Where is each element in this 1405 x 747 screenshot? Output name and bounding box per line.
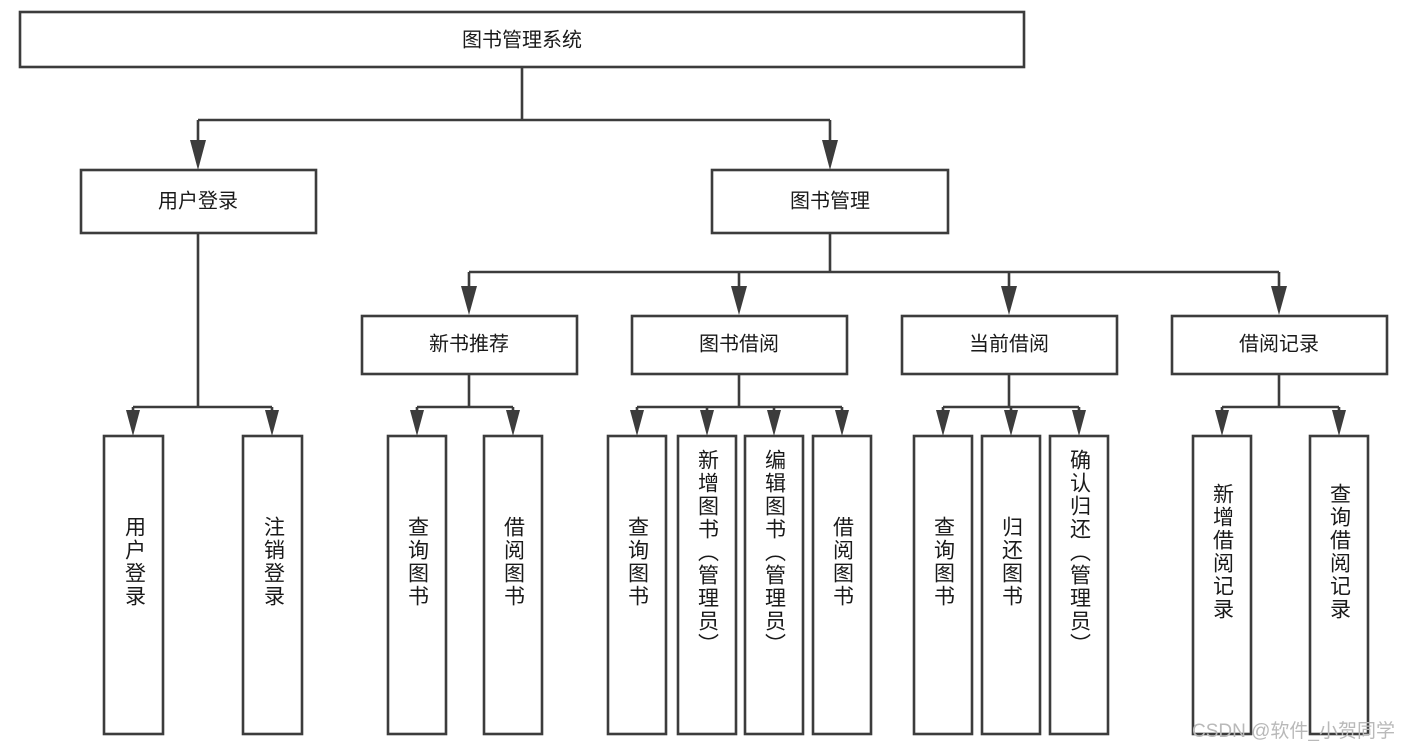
node-borrow-box[interactable] (630, 314, 849, 376)
node-leaf-4-box[interactable] (482, 434, 544, 736)
arrow-head-leaf-10 (1004, 410, 1018, 436)
node-leaf-12-label: 新增借阅记录 (1211, 483, 1235, 621)
arrow-head-leaf-7 (767, 410, 781, 436)
node-leaf-1-label: 用户登录 (123, 516, 147, 608)
arrow-head-leaf-8 (835, 410, 849, 436)
node-records[interactable]: 借阅记录 (1170, 314, 1389, 376)
node-records-box[interactable] (1170, 314, 1389, 376)
node-leaf-13-label: 查询借阅记录 (1328, 483, 1352, 621)
connector-group-borrow-to-leaves (630, 374, 849, 436)
connector-group-records-to-leaves (1215, 374, 1346, 436)
node-leaf-3-box[interactable] (386, 434, 448, 736)
leaf-labels: 用户登录 注销登录 查询图书 借阅图书 查询图书 新增图书（管理员） 编辑图书（… (123, 449, 1352, 656)
arrow-head-bookmgmt (822, 140, 838, 170)
node-login-label: 用户登录 (158, 189, 238, 212)
connector-group-login-to-leaves (126, 233, 279, 436)
connector-group-bookmgmt-to-level3 (461, 233, 1287, 315)
connector-group-root-to-level2 (190, 67, 838, 170)
arrow-head-login (190, 140, 206, 170)
node-newbook[interactable]: 新书推荐 (360, 314, 579, 376)
node-borrow-label: 图书借阅 (699, 332, 779, 355)
arrow-head-current (1001, 286, 1017, 315)
node-leaf-2-label: 注销登录 (262, 516, 286, 608)
node-leaf-6-box[interactable] (676, 434, 738, 736)
arrow-head-leaf-2 (265, 410, 279, 436)
node-leaf-3-label: 查询图书 (406, 516, 430, 608)
arrow-head-leaf-12 (1215, 410, 1229, 436)
node-root[interactable]: 图书管理系统 (18, 10, 1026, 69)
arrow-head-newbook (461, 286, 477, 315)
node-leaf-6-label: 新增图书（管理员） (696, 449, 720, 656)
arrow-head-leaf-9 (936, 410, 950, 436)
node-leaf-11-label: 确认归还（管理员） (1068, 449, 1092, 656)
node-leaf-4-label: 借阅图书 (502, 516, 526, 608)
watermark-text: CSDN @软件_小贺同学 (1192, 721, 1395, 742)
node-leaf-5-label: 查询图书 (626, 516, 650, 608)
node-leaf-7-label: 编辑图书（管理员） (763, 449, 787, 656)
node-borrow[interactable]: 图书借阅 (630, 314, 849, 376)
leaf-boxes (102, 434, 1370, 736)
connector-group-newbook-to-leaves (410, 374, 520, 436)
node-bookmgmt-label: 图书管理 (790, 189, 870, 212)
node-leaf-8-label: 借阅图书 (831, 516, 855, 608)
node-leaf-5-box[interactable] (606, 434, 668, 736)
node-newbook-box[interactable] (360, 314, 579, 376)
node-bookmgmt[interactable]: 图书管理 (710, 168, 950, 235)
node-login-box[interactable] (79, 168, 318, 235)
node-leaf-13-box[interactable] (1308, 434, 1370, 736)
arrow-head-records (1271, 286, 1287, 315)
arrow-head-leaf-6 (700, 410, 714, 436)
node-leaf-2-box[interactable] (241, 434, 304, 736)
node-records-label: 借阅记录 (1239, 332, 1319, 355)
node-current-label: 当前借阅 (969, 332, 1049, 355)
arrow-head-leaf-1 (126, 410, 140, 436)
node-login[interactable]: 用户登录 (79, 168, 318, 235)
arrow-head-borrow (731, 286, 747, 315)
arrow-head-leaf-11 (1072, 410, 1086, 436)
node-leaf-11-box[interactable] (1048, 434, 1110, 736)
node-leaf-7-box[interactable] (743, 434, 805, 736)
node-current[interactable]: 当前借阅 (900, 314, 1119, 376)
node-leaf-9-label: 查询图书 (932, 516, 956, 608)
node-root-label: 图书管理系统 (462, 28, 582, 51)
connector-group-current-to-leaves (936, 374, 1086, 436)
node-leaf-10-box[interactable] (980, 434, 1042, 736)
arrow-head-leaf-13 (1332, 410, 1346, 436)
arrow-head-leaf-3 (410, 410, 424, 436)
arrow-head-leaf-4 (506, 410, 520, 436)
node-current-box[interactable] (900, 314, 1119, 376)
node-bookmgmt-box[interactable] (710, 168, 950, 235)
node-leaf-8-box[interactable] (811, 434, 873, 736)
node-leaf-10-label: 归还图书 (1000, 516, 1024, 608)
node-leaf-12-box[interactable] (1191, 434, 1253, 736)
node-leaf-9-box[interactable] (912, 434, 974, 736)
node-leaf-1-box[interactable] (102, 434, 165, 736)
node-newbook-label: 新书推荐 (429, 332, 509, 355)
arrow-head-leaf-5 (630, 410, 644, 436)
node-root-box[interactable] (18, 10, 1026, 69)
